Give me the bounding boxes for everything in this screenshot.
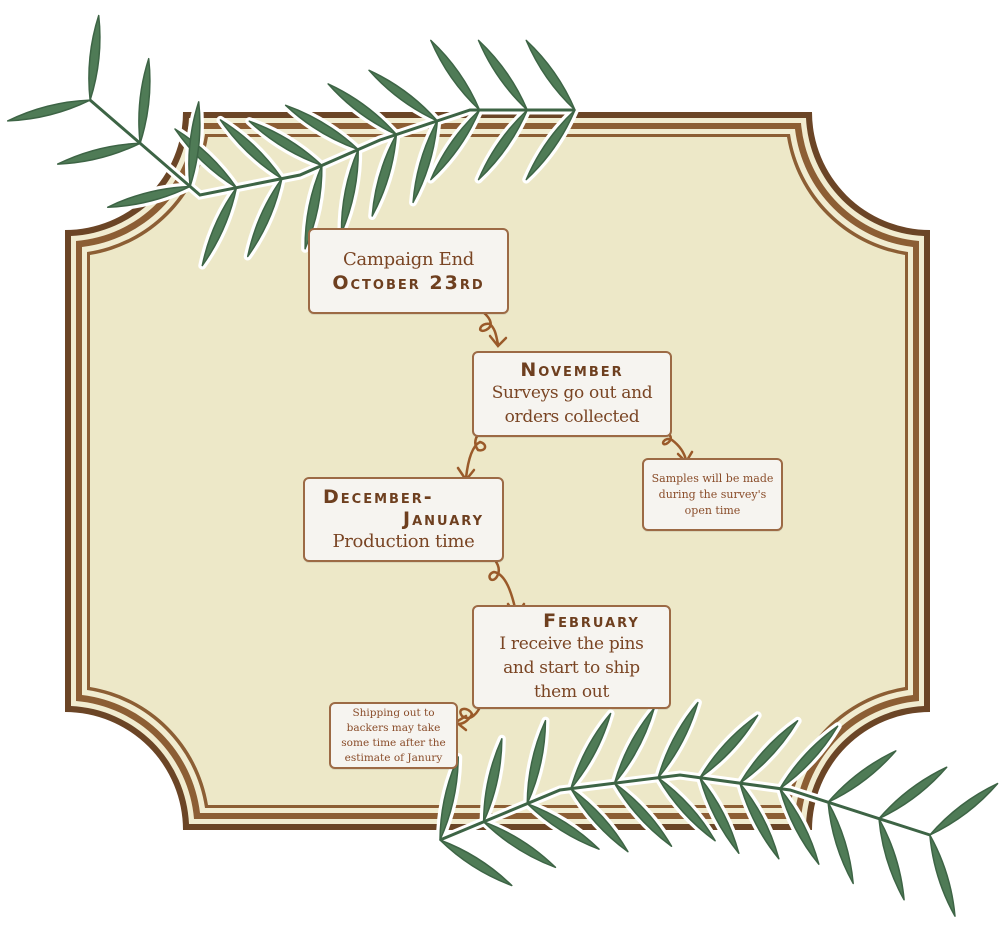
leaf	[430, 39, 481, 111]
leaf	[739, 720, 799, 784]
step-february: February I receive the pins and start to…	[472, 605, 671, 709]
leaf	[368, 69, 439, 122]
branch-stem	[89, 98, 575, 197]
leaf	[657, 701, 699, 779]
step-heading-line1: December-	[323, 485, 434, 508]
leaf	[827, 801, 854, 885]
leaf	[88, 14, 101, 101]
step-body: Surveys go out and orders collected	[491, 383, 653, 427]
leaf	[188, 101, 201, 188]
leaf	[526, 719, 547, 805]
note-text: Shipping out to backers may take some ti…	[341, 706, 446, 764]
leaf	[477, 39, 529, 111]
leaf	[827, 750, 897, 803]
leaf	[304, 164, 323, 250]
leaf	[482, 738, 503, 823]
leaf	[657, 776, 716, 842]
leaf	[439, 839, 513, 887]
leaf	[6, 99, 91, 122]
arrow-campaign-to-november	[476, 306, 508, 348]
leaf	[779, 725, 839, 790]
note-shipping: Shipping out to backers may take some ti…	[329, 702, 458, 769]
leaf	[613, 782, 673, 847]
leaf	[246, 177, 283, 258]
branch-stem	[439, 773, 931, 842]
leaf	[371, 133, 398, 217]
frame-layer	[90, 137, 905, 805]
step-campaign-end: Campaign End October 23rd	[308, 228, 509, 314]
leaf	[699, 776, 740, 855]
note-text: Samples will be made during the survey's…	[651, 471, 774, 517]
note-samples: Samples will be made during the survey's…	[642, 458, 783, 531]
leaf	[525, 109, 576, 181]
leaf	[929, 834, 956, 917]
leaf	[477, 109, 529, 181]
leaf-branches	[3, 11, 1002, 921]
step-heading: November	[520, 359, 624, 381]
leaf	[699, 714, 759, 779]
step-heading-line2: January	[403, 507, 484, 530]
step-body: Campaign End	[342, 249, 475, 270]
leaf	[878, 817, 905, 901]
leaf	[56, 142, 141, 165]
leaf	[106, 185, 191, 209]
leaf	[439, 756, 459, 841]
leaf	[201, 186, 238, 267]
leaf	[248, 120, 323, 167]
leaf	[482, 821, 557, 869]
leaf	[929, 782, 999, 836]
leaf	[739, 782, 780, 860]
step-body: I receive the pins and start to ship the…	[499, 634, 644, 702]
step-december-january: December- January Production time	[303, 477, 504, 562]
leaf	[779, 787, 820, 865]
leaf	[327, 83, 398, 136]
leaf	[570, 712, 612, 790]
leaf	[570, 787, 629, 853]
step-heading: October 23rd	[332, 272, 485, 294]
leaf	[219, 119, 283, 180]
leaf-branch-top	[3, 11, 579, 270]
leaf	[878, 766, 948, 820]
step-heading: February	[543, 610, 640, 632]
leaf-branch-bottom	[436, 698, 1002, 921]
leaf	[526, 802, 600, 850]
step-body: Production time	[332, 530, 475, 552]
scalloped-frame	[65, 112, 930, 830]
leaf	[412, 120, 439, 204]
leaf	[430, 109, 481, 181]
leaf	[525, 39, 576, 111]
leaf	[138, 57, 151, 145]
step-november: November Surveys go out and orders colle…	[472, 351, 672, 437]
leaf	[284, 104, 359, 151]
